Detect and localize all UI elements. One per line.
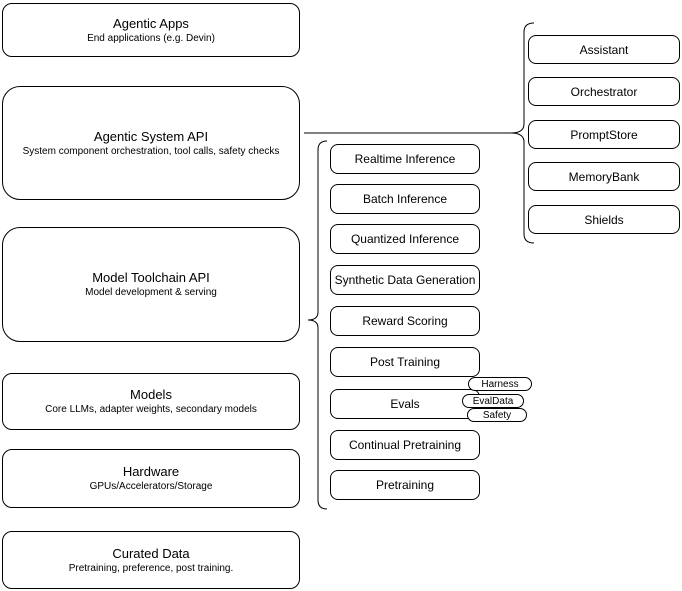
node-title: Models bbox=[130, 387, 172, 402]
node-subtitle: Model development & serving bbox=[85, 287, 217, 298]
tag-evaldata: EvalData bbox=[462, 394, 524, 408]
node-batch-inference: Batch Inference bbox=[330, 184, 480, 214]
tag-safety: Safety bbox=[467, 408, 527, 422]
node-title: Curated Data bbox=[112, 545, 190, 561]
node-models: Models Core LLMs, adapter weights, secon… bbox=[2, 373, 300, 430]
node-pretraining: Pretraining bbox=[330, 470, 480, 500]
toolchain-services-brace bbox=[307, 140, 328, 510]
node-agentic-apps: Agentic Apps End applications (e.g. Devi… bbox=[2, 3, 300, 57]
node-subtitle: Pretraining, preference, post training. bbox=[68, 562, 234, 574]
node-assistant: Assistant bbox=[528, 35, 680, 64]
node-subtitle: End applications (e.g. Devin) bbox=[87, 32, 215, 44]
node-orchestrator: Orchestrator bbox=[528, 77, 680, 106]
node-realtime-inference: Realtime Inference bbox=[330, 144, 480, 174]
node-subtitle: Core LLMs, adapter weights, secondary mo… bbox=[45, 404, 257, 415]
node-shields: Shields bbox=[528, 205, 680, 234]
node-continual-pretraining: Continual Pretraining bbox=[330, 430, 480, 460]
node-post-training: Post Training bbox=[330, 347, 480, 377]
node-subtitle: System component orchestration, tool cal… bbox=[22, 145, 280, 157]
node-title: Model Toolchain API bbox=[92, 270, 210, 285]
node-agentic-system-api: Agentic System API System component orch… bbox=[2, 86, 300, 200]
system-components-brace bbox=[510, 22, 535, 244]
node-memorybank: MemoryBank bbox=[528, 162, 680, 191]
node-quantized-inference: Quantized Inference bbox=[330, 224, 480, 254]
node-title: Hardware bbox=[122, 464, 180, 479]
node-promptstore: PromptStore bbox=[528, 120, 680, 149]
node-evals: Evals bbox=[330, 389, 480, 419]
node-title: Agentic Apps bbox=[113, 15, 189, 31]
node-reward-scoring: Reward Scoring bbox=[330, 306, 480, 336]
tag-harness: Harness bbox=[468, 377, 532, 391]
node-model-toolchain-api: Model Toolchain API Model development & … bbox=[2, 227, 300, 342]
node-hardware: Hardware GPUs/Accelerators/Storage bbox=[2, 449, 300, 508]
node-curated-data: Curated Data Pretraining, preference, po… bbox=[2, 531, 300, 589]
node-title: Agentic System API bbox=[93, 128, 209, 144]
node-subtitle: GPUs/Accelerators/Storage bbox=[89, 481, 213, 492]
node-synthetic-data-generation: Synthetic Data Generation bbox=[330, 265, 480, 295]
